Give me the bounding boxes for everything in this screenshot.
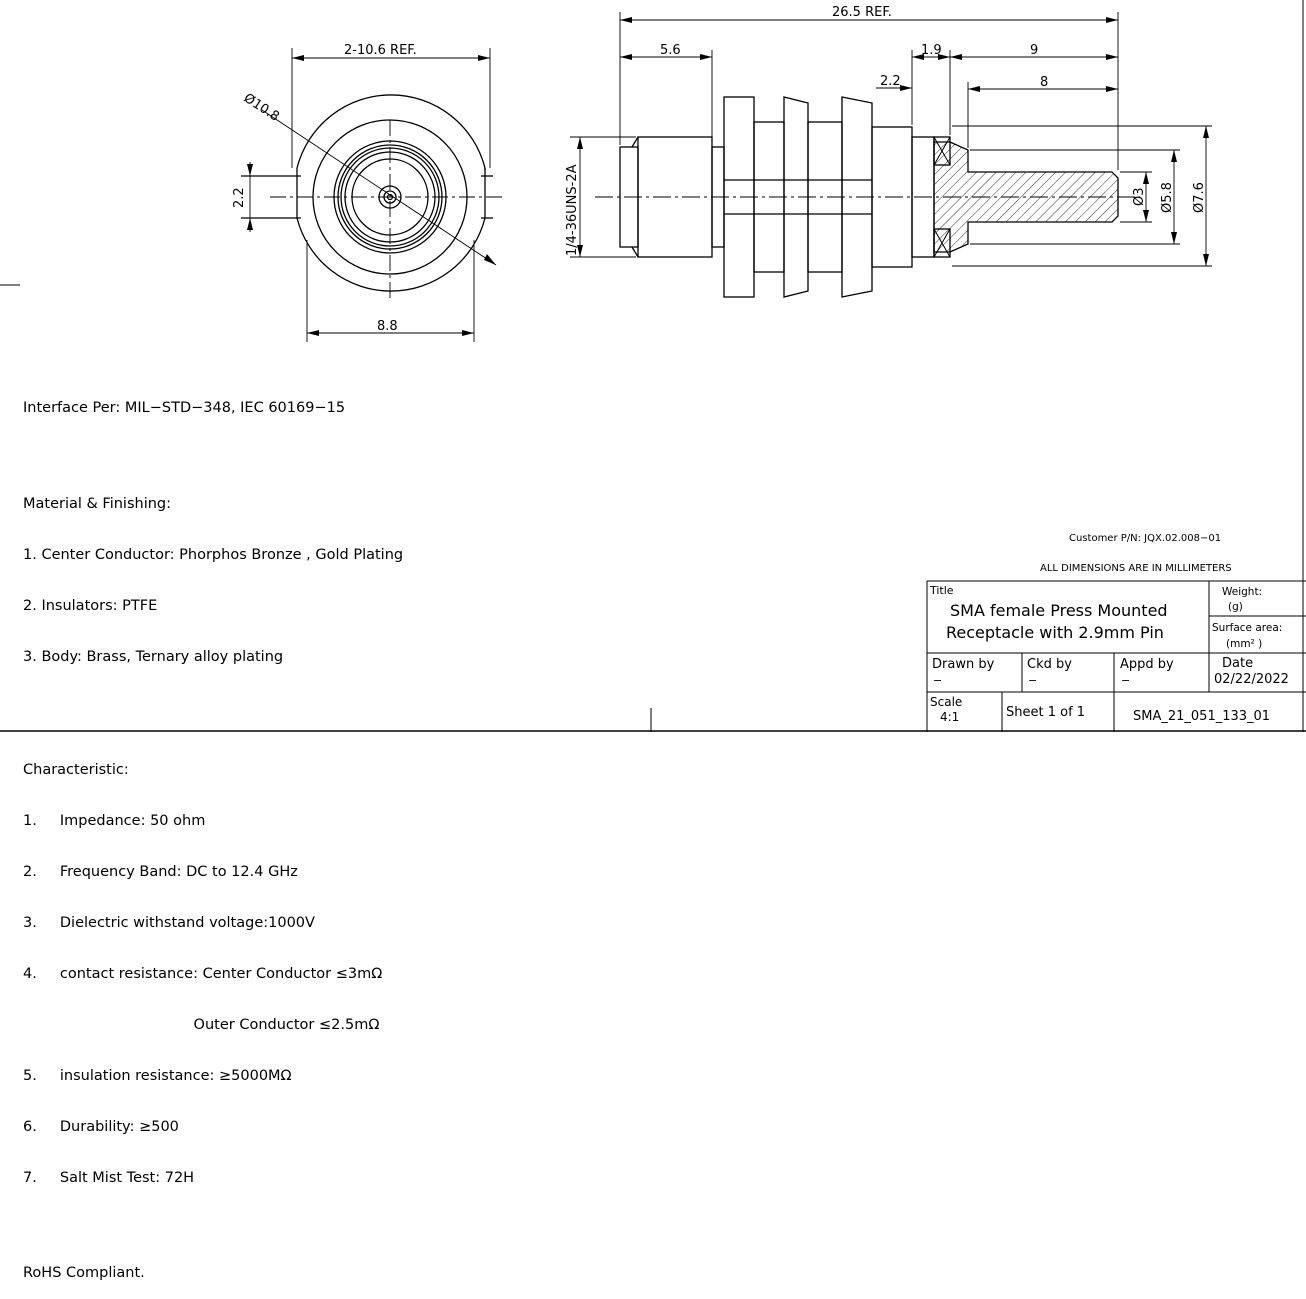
- customer-pn: Customer P/N: JQX.02.008−01: [1069, 533, 1221, 544]
- ckd-value: −: [1028, 674, 1037, 687]
- date-label: Date: [1222, 656, 1253, 671]
- front-view: [241, 94, 505, 300]
- characteristic-title: Characteristic:: [23, 762, 129, 778]
- characteristic-item: 5. insulation resistance: ≥5000MΩ: [23, 1068, 292, 1084]
- characteristic-item: Outer Conductor ≤2.5mΩ: [23, 1017, 380, 1033]
- material-title: Material & Finishing:: [23, 496, 172, 512]
- dim-bottom: 8.8: [377, 319, 398, 334]
- dim-2-2: 2.2: [880, 74, 901, 89]
- material-item: 2. Insulators: PTFE: [23, 598, 158, 614]
- scale-label: Scale: [930, 695, 962, 709]
- dim-overall: 26.5 REF.: [832, 5, 892, 20]
- material-item: 1. Center Conductor: Phorphos Bronze , G…: [23, 547, 404, 563]
- characteristic-item: 3. Dielectric withstand voltage:1000V: [23, 915, 315, 931]
- dim-left-len: 5.6: [660, 43, 681, 58]
- title-label: Title: [929, 584, 954, 597]
- scale-value: 4:1: [940, 710, 959, 724]
- date-value: 02/22/2022: [1214, 672, 1289, 687]
- drawn-value: −: [933, 674, 942, 687]
- dim-dia7-6: Ø7.6: [1192, 182, 1207, 213]
- dim-dia3: Ø3: [1132, 187, 1147, 206]
- surface-unit: (mm² ): [1226, 638, 1262, 650]
- ckd-label: Ckd by: [1027, 657, 1072, 672]
- sheet-number: Sheet 1 of 1: [1006, 705, 1085, 720]
- notes: Interface Per: MIL−STD−348, IEC 60169−15…: [23, 366, 403, 1299]
- front-view-dimensions: [247, 48, 491, 342]
- title-line1: SMA female Press Mounted: [950, 601, 1168, 620]
- weight-unit: (g): [1228, 601, 1243, 613]
- dim-8: 8: [1040, 75, 1048, 90]
- dim-dia5-8: Ø5.8: [1160, 182, 1175, 213]
- appd-value: −: [1121, 674, 1130, 687]
- interface-note: Interface Per: MIL−STD−348, IEC 60169−15: [23, 400, 346, 416]
- characteristic-item: 7. Salt Mist Test: 72H: [23, 1170, 195, 1186]
- appd-label: Appd by: [1120, 657, 1174, 672]
- technical-drawing: 2-10.6 REF. 8.8 Ø10.8 2.2: [0, 0, 1306, 732]
- dim-1-9: 1.9: [921, 43, 942, 58]
- dim-9: 9: [1030, 43, 1038, 58]
- characteristic-item: 1. Impedance: 50 ohm: [23, 813, 206, 829]
- characteristic-item: 6. Durability: ≥500: [23, 1119, 179, 1135]
- characteristic-item: 2. Frequency Band: DC to 12.4 GHz: [23, 864, 298, 880]
- rohs-note: RoHS Compliant.: [23, 1265, 145, 1281]
- drawing-number: SMA_21_051_133_01: [1133, 709, 1270, 724]
- characteristic-item: 4. contact resistance: Center Conductor …: [23, 966, 383, 982]
- dim-width-ref: 2-10.6 REF.: [344, 43, 417, 58]
- drawn-label: Drawn by: [932, 657, 995, 672]
- surface-label: Surface area:: [1212, 622, 1282, 634]
- dim-thread: 1/4-36UNS-2A: [565, 164, 580, 256]
- side-view-dimensions: [570, 12, 1212, 267]
- dim-slot: 2.2: [232, 187, 247, 208]
- units-note: ALL DIMENSIONS ARE IN MILLIMETERS: [1040, 563, 1232, 574]
- dim-outer-diameter: Ø10.8: [241, 91, 282, 125]
- weight-label: Weight:: [1222, 586, 1262, 598]
- title-line2: Receptacle with 2.9mm Pin: [946, 623, 1164, 642]
- title-block: [926, 580, 1306, 732]
- material-item: 3. Body: Brass, Ternary alloy plating: [23, 649, 284, 665]
